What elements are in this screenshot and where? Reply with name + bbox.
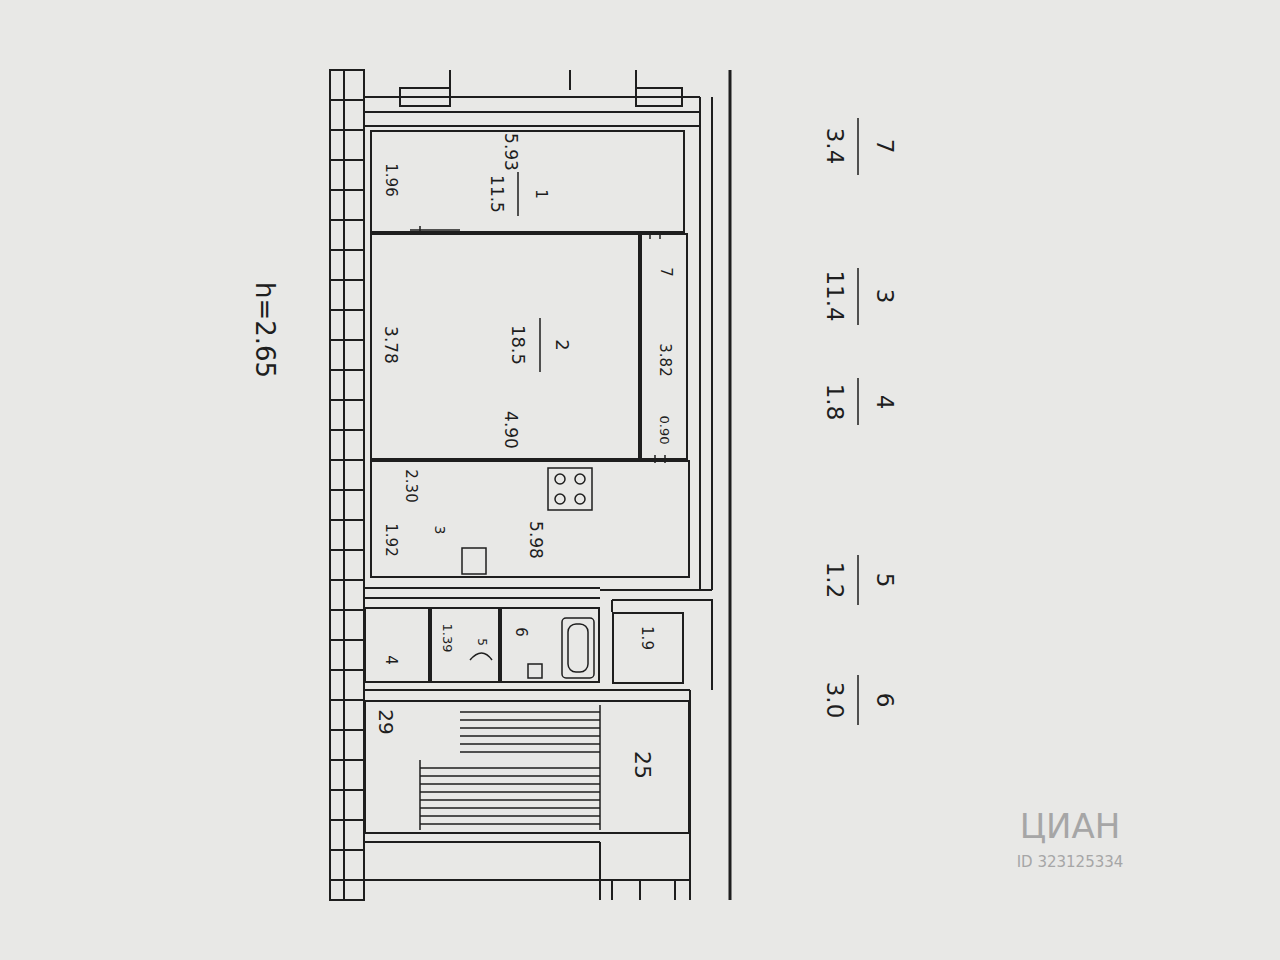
- closet: 7 3.82 0.90: [640, 233, 688, 460]
- room-number: 5: [873, 573, 896, 588]
- room-number: 6: [873, 693, 896, 708]
- area-value: 3.0: [823, 682, 846, 719]
- dimension-text: 5.98: [527, 521, 544, 559]
- dimension-text: 0.90: [658, 416, 671, 445]
- dimension-text: 1.9: [639, 626, 654, 650]
- dimension-text: 5: [476, 638, 488, 646]
- kitchen: 2.30 1.92 3 5.98: [370, 460, 690, 578]
- area-value: 1.8: [823, 384, 846, 421]
- room-number: 7: [873, 139, 896, 154]
- dimension-text: 5.93: [502, 133, 519, 171]
- dimension-text: 29: [376, 709, 396, 734]
- dimension-text: 4: [383, 655, 398, 665]
- stairs: [420, 705, 600, 830]
- dimension-text: 4.90: [502, 411, 519, 449]
- dimension-text: 3: [433, 526, 447, 535]
- walls: [330, 70, 730, 900]
- area-value: 1.2: [823, 562, 846, 599]
- room-number: 4: [873, 395, 896, 410]
- room: 5.93 1 11.5 1.96: [370, 130, 685, 233]
- dimension-text: 1.39: [441, 624, 454, 653]
- dimension-text: 25: [631, 751, 653, 779]
- storage: 1.9: [612, 612, 684, 684]
- washroom: 1.39 5: [430, 607, 500, 683]
- dimension-text: 6: [513, 627, 528, 637]
- dimension-text: 1.92: [383, 523, 398, 556]
- dimension-text: 2: [553, 339, 571, 350]
- fixtures: [410, 226, 665, 678]
- fraction-lines: [518, 118, 858, 725]
- dimension-text: 11.5: [488, 175, 505, 213]
- dimension-text: 3.78: [382, 326, 399, 364]
- room-number: 3: [873, 289, 896, 304]
- dimension-text: 7: [658, 267, 673, 277]
- dimension-text: 1: [533, 189, 548, 199]
- toilet: 4: [364, 607, 430, 683]
- room: 3.78 2 18.5 4.90: [370, 233, 640, 460]
- height-note: h=2.65: [252, 282, 278, 378]
- dimension-text: 18.5: [509, 325, 527, 365]
- dimension-text: 3.82: [657, 343, 672, 376]
- stairwell: 29 25: [364, 700, 690, 834]
- bathroom: 6: [500, 607, 600, 683]
- area-value: 11.4: [823, 270, 846, 321]
- watermark: ЦИАН: [1020, 809, 1121, 843]
- watermark-id: ID 323125334: [1017, 855, 1124, 870]
- area-value: 3.4: [823, 128, 846, 165]
- dimension-text: 2.30: [403, 469, 418, 502]
- dimension-text: 1.96: [383, 163, 398, 196]
